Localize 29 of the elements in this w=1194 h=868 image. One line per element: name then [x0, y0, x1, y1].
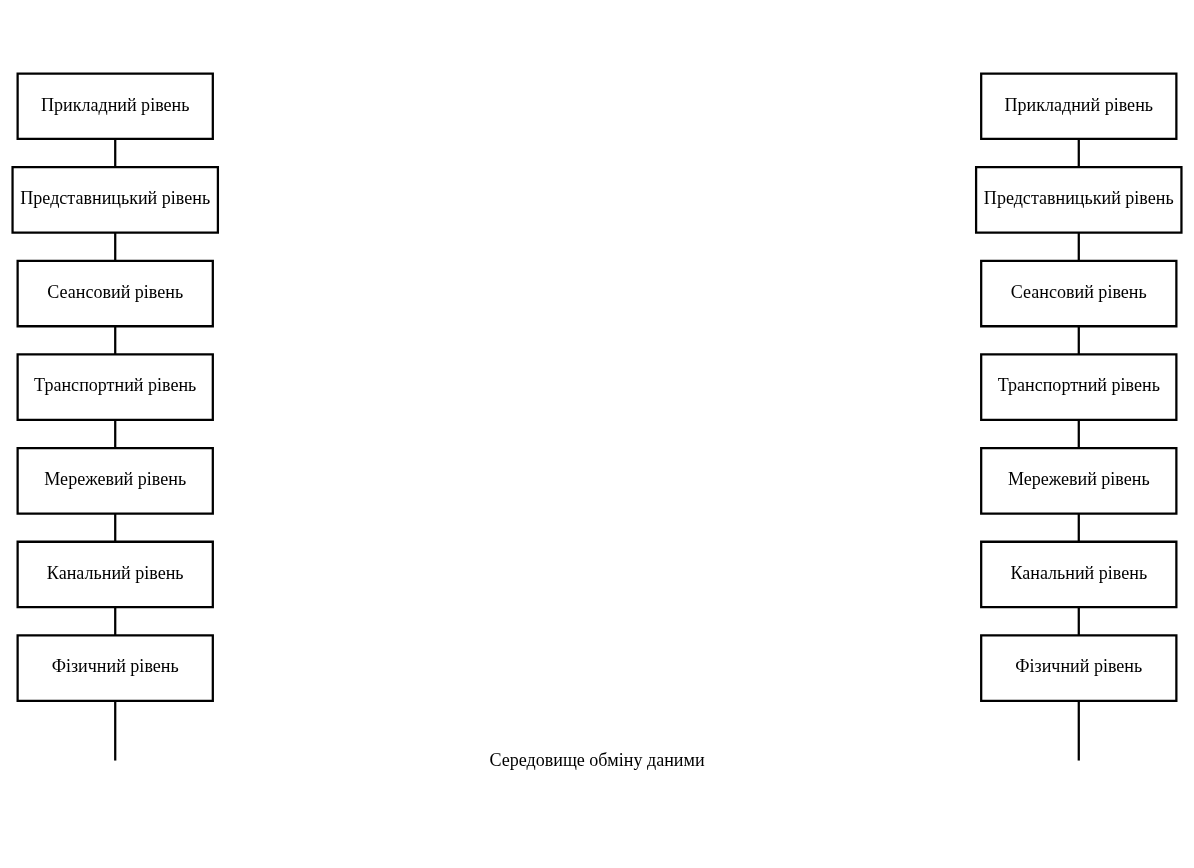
connector	[114, 326, 117, 355]
node-box: Фізичний рівень	[980, 634, 1178, 702]
node-box: Транспортний рівень	[980, 353, 1178, 422]
connector	[114, 232, 117, 261]
connector	[1077, 607, 1080, 636]
label: Середовище обміну даними	[489, 750, 705, 771]
node-box: Сеансовий рівень	[16, 259, 214, 328]
connector	[1077, 420, 1080, 448]
connector	[114, 607, 117, 636]
node-box: Канальний рівень	[980, 540, 1178, 609]
node-box: Канальний рівень	[16, 540, 214, 609]
node-box: Прикладний рівень	[16, 72, 214, 141]
connector	[114, 513, 117, 542]
node-box: Мережевий рівень	[16, 446, 214, 515]
connector	[114, 701, 117, 761]
connector	[1077, 513, 1080, 542]
node-box: Транспортний рівень	[16, 353, 214, 422]
connector	[1077, 326, 1080, 355]
connector	[1077, 701, 1080, 761]
node-box: Фізичний рівень	[16, 634, 214, 702]
connector	[1077, 232, 1080, 261]
connector	[114, 139, 117, 167]
node-box: Прикладний рівень	[980, 72, 1178, 141]
node-box: Мережевий рівень	[980, 446, 1178, 515]
connector	[114, 420, 117, 448]
node-box: Представницький рівень	[974, 166, 1183, 234]
node-box: Представницький рівень	[11, 166, 220, 234]
node-box: Сеансовий рівень	[980, 259, 1178, 328]
connector	[1077, 139, 1080, 167]
